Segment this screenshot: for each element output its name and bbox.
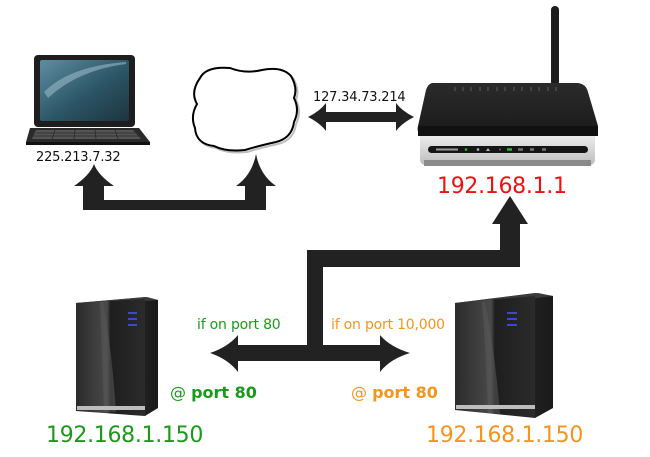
server-right-ip-label: 192.168.1.150 xyxy=(426,423,584,448)
server-right-port-label: @ port 80 xyxy=(351,385,438,401)
server-left-port-label: @ port 80 xyxy=(170,385,257,401)
wireless-router-icon xyxy=(417,6,598,166)
arrow-lan-to-router xyxy=(307,196,528,351)
laptop-icon xyxy=(26,55,150,145)
server-tower-icon-left xyxy=(76,297,158,416)
server-tower-icon-right xyxy=(455,293,553,418)
arrow-cloud-to-laptop xyxy=(74,154,276,210)
port-value: port 80 xyxy=(191,383,257,402)
server-left-ip-label: 192.168.1.150 xyxy=(46,423,204,448)
arrows xyxy=(74,103,528,372)
arrow-split-to-servers xyxy=(210,335,410,372)
router-ip-label: 192.168.1.1 xyxy=(437,174,567,199)
condition-port-10000-label: if on port 10,000 xyxy=(331,317,445,333)
condition-port-80-label: if on port 80 xyxy=(197,317,281,333)
at-symbol: @ xyxy=(170,383,186,402)
laptop-ip-label: 225.213.7.32 xyxy=(36,150,121,165)
at-symbol: @ xyxy=(351,383,367,402)
router-wan-ip-label: 127.34.73.214 xyxy=(313,90,406,105)
cloud-icon xyxy=(191,66,300,154)
arrow-cloud-router xyxy=(308,103,414,131)
port-value: port 80 xyxy=(372,383,438,402)
